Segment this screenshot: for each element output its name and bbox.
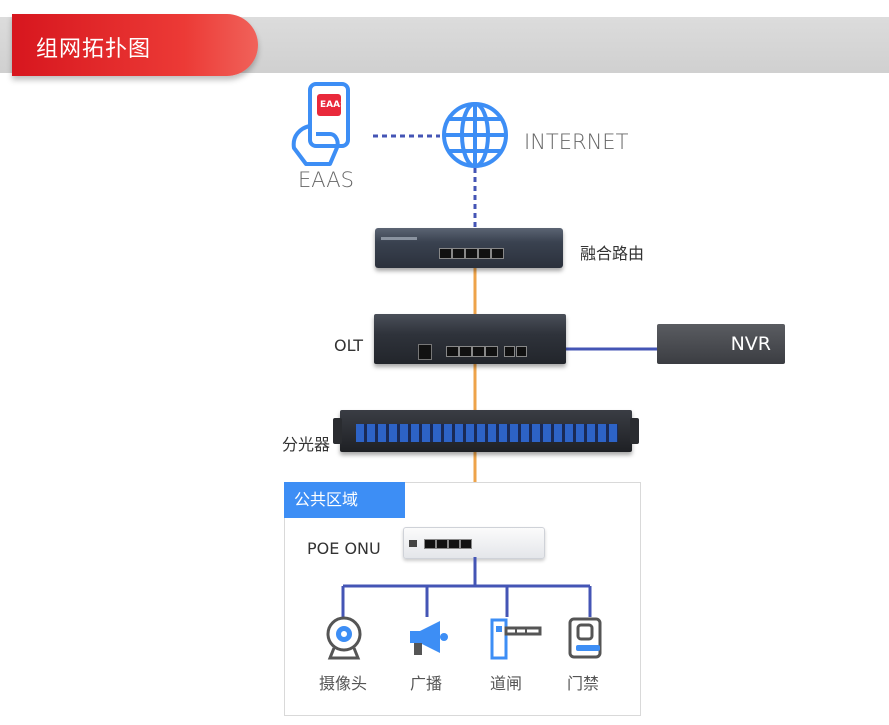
access-control-icon [568,617,602,659]
nvr-device: NVR [657,324,785,364]
public-zone-tag: 公共区域 [284,482,405,518]
page-title: 组网拓扑图 [36,37,152,62]
eaas-screen-label: EAAS [320,100,347,110]
olt-device [374,314,566,364]
splitter-label: 分光器 [282,435,331,454]
camera-icon [326,616,362,660]
router-label: 融合路由 [580,244,645,263]
title-tab [12,14,258,76]
megaphone-icon [410,621,448,655]
onu-label: POE ONU [307,539,381,558]
eaas-label: EAAS [298,168,354,192]
endpoint-camera-label: 摄像头 [319,674,368,693]
barrier-gate-icon [490,618,542,660]
endpoint-broadcast-label: 广播 [410,674,443,693]
phone-app-icon [291,82,350,166]
endpoint-barrier-label: 道闸 [490,674,523,693]
nvr-label: NVR [730,333,771,355]
endpoint-access-label: 门禁 [567,674,600,693]
router-device [375,228,563,268]
olt-label: OLT [334,336,364,355]
internet-label: INTERNET [524,130,629,154]
globe-icon [442,102,508,168]
onu-device [403,527,545,559]
splitter-device [333,410,639,452]
